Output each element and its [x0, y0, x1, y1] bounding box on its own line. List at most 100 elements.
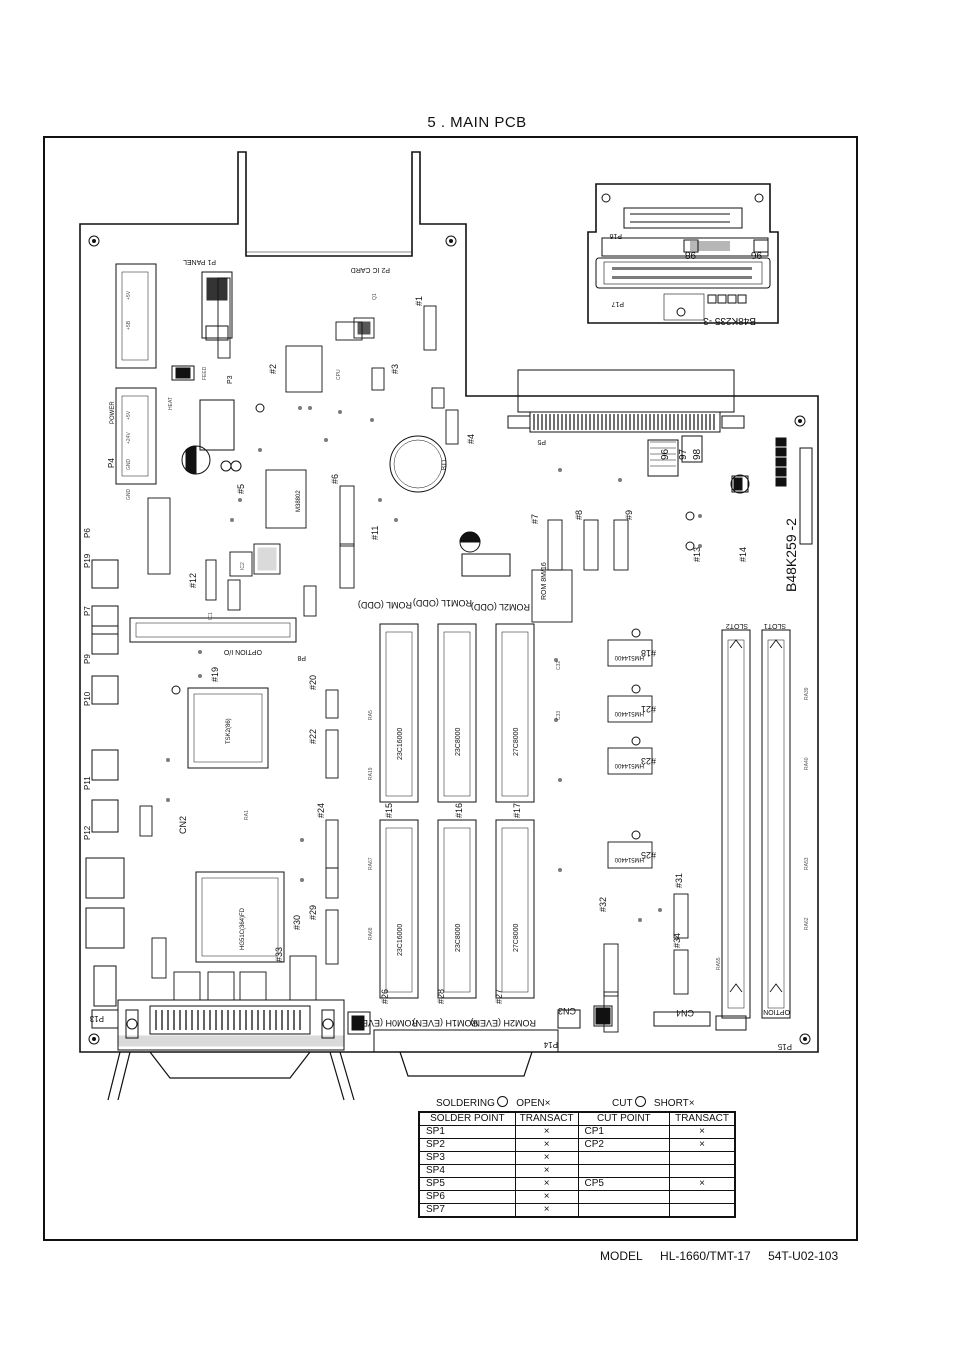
diagram-frame: [43, 136, 858, 1241]
label-p6: P6: [83, 528, 92, 538]
page-footer: MODEL HL-1660/TMT-17 54T-U02-103: [600, 1249, 852, 1263]
svg-text:RA1: RA1: [244, 810, 250, 820]
cut-point-cell: [577, 1190, 671, 1204]
label-u14: #14: [738, 547, 748, 562]
header-transact-2: TRANSACT: [669, 1111, 736, 1126]
solder-transact-cell: ×: [514, 1203, 579, 1218]
main-part-number: B48K259 -2: [783, 518, 799, 592]
svg-text:HEAT: HEAT: [168, 397, 174, 410]
cut-transact-cell: ×: [669, 1125, 736, 1139]
cut-transact-cell: ×: [669, 1177, 736, 1191]
svg-text:IC2: IC2: [240, 562, 246, 570]
label-p12: P12: [83, 825, 92, 840]
svg-text:+5V: +5V: [126, 410, 132, 420]
solder-point-cell: SP2: [418, 1138, 516, 1152]
capacitor-cluster: [459, 474, 750, 577]
table-row: SP2 × CP2 ×: [418, 1138, 736, 1152]
label-u16: #16: [454, 803, 464, 818]
legend-soldering-label: SOLDERING: [436, 1098, 495, 1109]
svg-text:RA53: RA53: [804, 857, 810, 870]
simm-slots: [721, 629, 791, 1019]
header-cut-point: CUT POINT: [577, 1111, 671, 1126]
label-p7: P7: [83, 606, 92, 616]
label-u8: #8: [574, 510, 584, 520]
label-rom1-h: ROM1H (EVEN): [412, 1018, 478, 1028]
chip-asic: HG51C(364)FD: [240, 907, 246, 950]
solder-point-cell: SP5: [418, 1177, 516, 1191]
mounting-holes: [88, 235, 811, 1045]
label-u24: #24: [316, 803, 326, 818]
cut-transact-cell: [669, 1151, 736, 1165]
solder-point-cell: SP1: [418, 1125, 516, 1139]
label-u19: #19: [210, 667, 220, 682]
svg-text:RA67: RA67: [368, 857, 374, 870]
minor-labels: +5V +5B +5V +24V GND GND FEED HEAT CPU Q…: [126, 290, 810, 970]
label-slot1: SLOT1: [764, 622, 786, 629]
label-p2: P2 IC CARD: [351, 266, 390, 273]
label-rom2-l: ROM2L (ODD): [471, 602, 530, 612]
circle-symbol-icon: [634, 1096, 646, 1107]
serial-connector: [373, 1029, 559, 1077]
table-row: SP6 ×: [418, 1190, 736, 1204]
label-p16: P16: [609, 232, 622, 239]
table-row: SP3 ×: [418, 1151, 736, 1165]
label-p4-power: POWER: [110, 401, 116, 424]
footer-model-value: HL-1660/TMT-17: [660, 1249, 751, 1263]
chip-dram-0: HM514400: [614, 654, 644, 660]
cut-transact-cell: [669, 1203, 736, 1218]
chip-dram-3: HM514400: [614, 856, 644, 862]
label-rom-l: ROML (ODD): [358, 600, 412, 610]
label-p8: P8: [297, 654, 306, 661]
label-u29: #29: [308, 905, 318, 920]
svg-text:IC1: IC1: [208, 612, 214, 620]
label-u17: #17: [512, 803, 522, 818]
cut-point-cell: [577, 1164, 671, 1178]
header-transact-1: TRANSACT: [514, 1111, 579, 1126]
label-u30: #30: [292, 915, 302, 930]
parallel-port-connector: [107, 999, 355, 1101]
chip-rom-2: 27C8000: [513, 727, 520, 756]
label-u2: #2: [268, 364, 278, 374]
svg-text:+5V: +5V: [126, 290, 132, 300]
header-solder-point: SOLDER POINT: [418, 1111, 516, 1126]
rom-sockets: [379, 623, 535, 999]
main-asic: [187, 687, 285, 963]
label-u4: #4: [466, 434, 476, 444]
svg-text:RA55: RA55: [716, 957, 722, 970]
option-io-connector: [129, 617, 297, 643]
label-p19: P19: [83, 553, 92, 568]
num-97-b: 97: [678, 448, 689, 460]
cut-point-cell: CP1: [577, 1125, 671, 1139]
num-96-b: 96: [660, 448, 671, 460]
label-u15: #15: [384, 803, 394, 818]
label-option: OPTION: [763, 1008, 790, 1015]
legend-open-mark: ×: [544, 1098, 551, 1109]
upper-ics: [147, 277, 629, 623]
legend-open-label: OPEN: [516, 1098, 545, 1109]
svg-text:C33: C33: [556, 711, 562, 720]
solder-transact-cell: ×: [514, 1151, 579, 1165]
legend-short-mark: ×: [688, 1098, 695, 1109]
cut-transact-cell: [669, 1190, 736, 1204]
label-u22: #22: [308, 729, 318, 744]
cut-transact-cell: ×: [669, 1138, 736, 1152]
cut-point-cell: [577, 1151, 671, 1165]
label-p3: P3: [227, 375, 234, 384]
label-u6: #6: [330, 474, 340, 484]
table-row: SP5 × CP5 ×: [418, 1177, 736, 1191]
table-header: SOLDER POINT TRANSACT CUT POINT TRANSACT: [418, 1111, 736, 1126]
label-u25: #25: [641, 850, 656, 860]
legend-cut-label: CUT: [612, 1098, 633, 1109]
label-rom2-h: ROM2H (EVEN): [470, 1018, 536, 1028]
sub-part-number: B48K235 -3: [703, 315, 756, 326]
label-p9: P9: [83, 654, 92, 664]
chip-rom-4: 23C8000: [455, 923, 462, 952]
label-u34: #34: [672, 933, 682, 948]
label-u21: #21: [641, 704, 656, 714]
table-row: SP7 ×: [418, 1203, 736, 1218]
label-cn2: CN2: [178, 816, 188, 834]
chip-rom-0: 23C16000: [397, 728, 404, 760]
solder-transact-cell: ×: [514, 1125, 579, 1139]
solder-point-cell: SP4: [418, 1164, 516, 1178]
